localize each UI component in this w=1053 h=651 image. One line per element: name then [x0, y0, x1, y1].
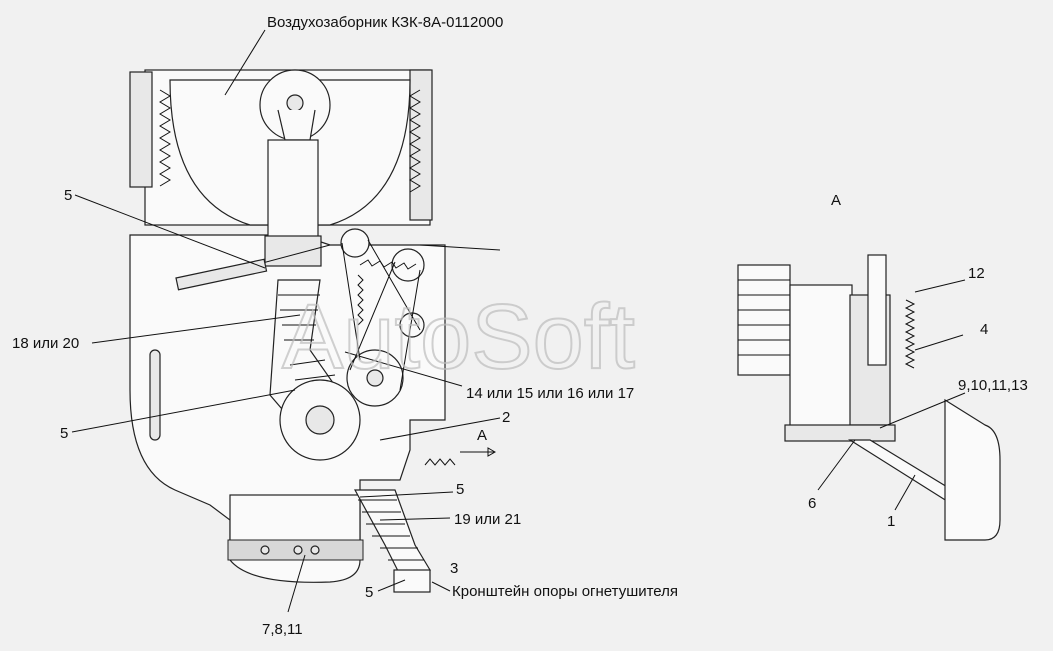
body-slot — [149, 349, 161, 441]
tension-spring-top — [359, 259, 417, 270]
label-arrow-a: А — [477, 427, 487, 444]
pulley-mid — [399, 312, 425, 338]
corrugated-hose-ribs — [278, 294, 336, 381]
label-3: 3 — [450, 560, 458, 577]
hose-end-fitting — [393, 569, 431, 593]
view-a-hose — [737, 264, 791, 376]
label-bracket: Кронштейн опоры огнетушителя — [452, 583, 678, 600]
label-5-top: 5 — [64, 187, 72, 204]
label-1: 1 — [887, 513, 895, 530]
spring-a — [424, 458, 456, 466]
tension-spring-vertical — [357, 274, 364, 326]
view-a-housing — [789, 284, 853, 436]
drum-teeth — [159, 89, 421, 193]
hub-bracket — [277, 109, 316, 141]
label-7-8-11: 7,8,11 — [262, 621, 303, 638]
air-intake-frame-left — [129, 71, 153, 188]
label-12: 12 — [968, 265, 985, 282]
label-14-17: 14 или 15 или 16 или 17 — [466, 385, 634, 402]
frame-bolt-1 — [260, 545, 270, 555]
lower-hose-ribs — [358, 499, 424, 561]
elbow-ring-inner — [305, 405, 335, 435]
view-a-base — [784, 424, 896, 442]
label-5-bottom: 5 — [365, 584, 373, 601]
leader-lines — [71, 29, 966, 613]
label-9-13: 9,10,11,13 — [958, 377, 1028, 394]
belt — [341, 239, 421, 391]
label-18-20: 18 или 20 — [12, 335, 79, 352]
label-6: 6 — [808, 495, 816, 512]
side-arm — [175, 258, 268, 291]
label-4: 4 — [980, 321, 988, 338]
vertical-pipe — [267, 139, 319, 241]
label-view-a-title: А — [831, 192, 841, 209]
label-2: 2 — [502, 409, 510, 426]
view-a-spring — [904, 299, 916, 369]
view-a-wall — [944, 398, 1001, 541]
watermark: AutoSoft — [282, 286, 635, 388]
corrugated-hose-lower — [353, 489, 431, 576]
label-5-mid: 5 — [456, 481, 464, 498]
pulley-top — [340, 228, 370, 258]
label-19-21: 19 или 21 — [454, 511, 521, 528]
air-intake-frame-right — [409, 69, 433, 221]
pulley-right — [391, 248, 425, 282]
frame-bolt-3 — [310, 545, 320, 555]
view-a-plate — [867, 254, 887, 366]
label-air-intake: Воздухозаборник КЗК-8А-0112000 — [267, 14, 503, 31]
pipe-clamp — [264, 235, 322, 267]
frame-bolt-2 — [293, 545, 303, 555]
drum-hub-inner — [286, 94, 304, 112]
label-5-left: 5 — [60, 425, 68, 442]
view-a-hose-ribs — [738, 279, 790, 356]
pulley-lower-hub — [366, 369, 384, 387]
